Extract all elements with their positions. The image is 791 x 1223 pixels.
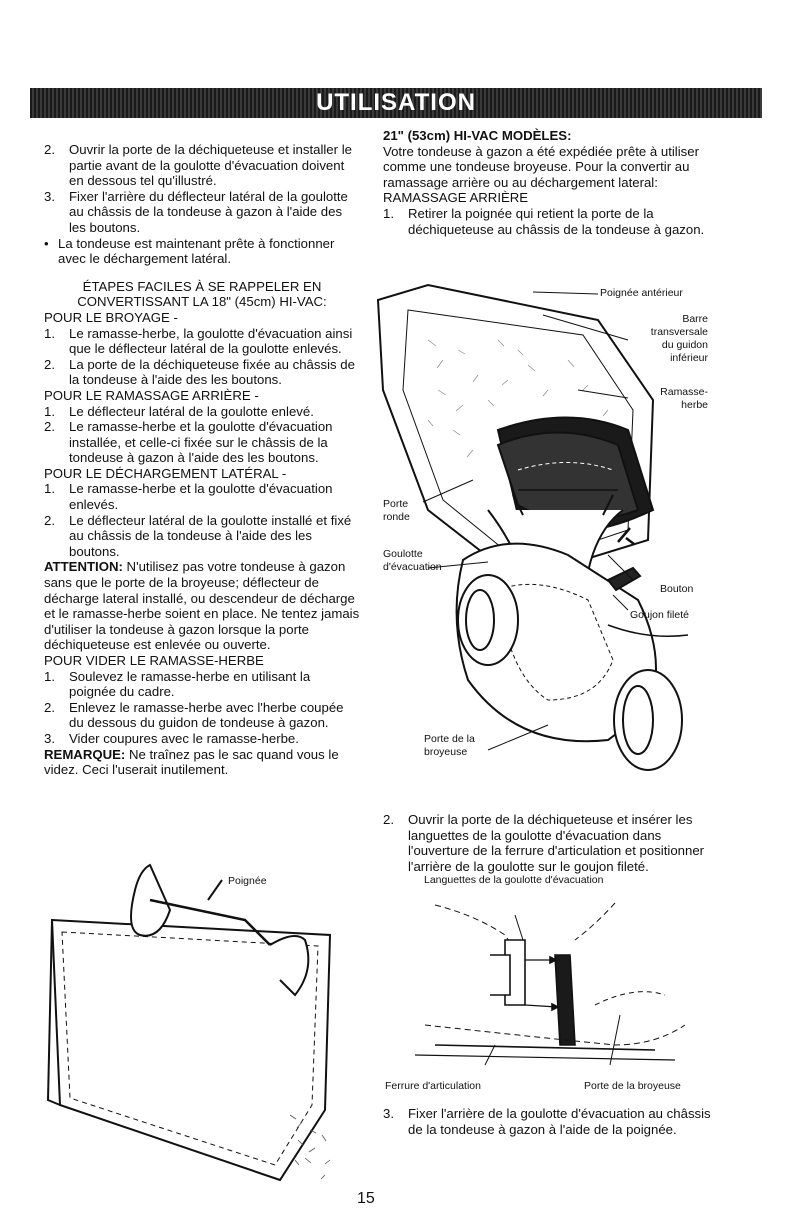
list-item: 1.Le ramasse-herbe, la goulotte d'évacua… [44, 325, 353, 357]
label-transversale: transversale [650, 326, 708, 338]
label-porte: Porte [383, 498, 409, 510]
mower-illustration [376, 283, 689, 771]
label-poignee-anterieur: Poignée antérieur [600, 287, 683, 299]
list-item: 2.Ouvrir la porte de la déchiqueteuse et… [44, 142, 352, 189]
list-item: 2.Ouvrir la porte de la déchiqueteuse et… [383, 812, 705, 874]
steps-title: CONVERTISSANT LA 18" (45cm) HI-VAC: [77, 294, 327, 310]
label-ronde: ronde [383, 511, 410, 523]
list-item: 1.Le ramasse-herbe et la goulotte d'évac… [44, 481, 333, 513]
list-item: 3.Fixer l'arrière de la goulotte d'évacu… [383, 1106, 711, 1137]
page-number: 15 [357, 1190, 375, 1207]
right-item-3: 3.Fixer l'arrière de la goulotte d'évacu… [383, 1106, 715, 1137]
label-ramasse: Ramasse- [660, 386, 708, 398]
intro-paragraph: Votre tondeuse à gazon a été expédiée pr… [383, 143, 699, 190]
list-item: 2.Enlevez le ramasse-herbe avec l'herbe … [44, 699, 344, 731]
list-item: 2.La porte de la déchiqueteuse fixée au … [44, 356, 355, 388]
label-devacuation: d'évacuation [383, 561, 442, 573]
section-title: UTILISATION [316, 89, 476, 116]
label-barre: Barre [682, 313, 708, 325]
label-inferieur: inférieur [670, 352, 708, 364]
label-goulotte: Goulotte [383, 548, 423, 560]
section-heading: POUR LE RAMASSAGE ARRIÈRE - [44, 387, 259, 403]
list-item: 1.Retirer la poignée qui retient la port… [383, 205, 705, 237]
right-item-2: 2.Ouvrir la porte de la déchiqueteuse et… [383, 812, 715, 874]
attention-note: ATTENTION: N'utilisez pas votre tondeuse… [44, 559, 360, 653]
steps-title: ÉTAPES FACILES À SE RAPPELER EN [82, 278, 322, 294]
label-bouton: Bouton [660, 583, 694, 595]
left-column: 2.Ouvrir la porte de la déchiqueteuse et… [44, 142, 360, 778]
hinge-detail-illustration [414, 902, 686, 1066]
label-ferrure: Ferrure d'articulation [385, 1080, 481, 1092]
list-item: 2.Le ramasse-herbe et la goulotte d'évac… [44, 419, 333, 466]
list-item: 1.Le déflecteur latéral de la goulotte e… [44, 403, 314, 419]
section-heading: POUR LE DÉCHARGEMENT LATÉRAL - [44, 465, 287, 481]
label-broyeuse: broyeuse [424, 746, 468, 758]
label-porte-de-la: Porte de la [424, 733, 475, 745]
list-item: •La tondeuse est maintenant prête à fonc… [44, 235, 335, 267]
section-banner: UTILISATION [30, 88, 762, 118]
models-heading: 21" (53cm) HI-VAC MODÈLES: [383, 128, 572, 143]
label-languettes: Languettes de la goulotte d'évacuation [424, 874, 604, 886]
label-porte-broyeuse: Porte de la broyeuse [584, 1080, 681, 1092]
section-heading: POUR VIDER LE RAMASSE-HERBE [44, 653, 264, 668]
fig-label: Poignée [228, 875, 267, 887]
right-column: 21" (53cm) HI-VAC MODÈLES: Votre tondeus… [383, 128, 715, 237]
list-item: 3.Vider coupures avec le ramasse-herbe. [44, 730, 299, 746]
label-goujon: Goujon fileté [630, 609, 689, 621]
grass-bag-illustration [46, 863, 332, 1182]
list-item: 3.Fixer l'arrière du déflecteur latéral … [44, 188, 348, 235]
list-item: 1.Soulevez le ramasse-herbe en utilisant… [44, 668, 311, 700]
label-du-guidon: du guidon [661, 339, 708, 351]
label-herbe: herbe [681, 399, 708, 411]
list-item: 2.Le déflecteur latéral de la goulotte i… [44, 512, 352, 559]
section-heading: POUR LE BROYAGE - [44, 309, 178, 325]
section-heading: RAMASSAGE ARRIÈRE [383, 190, 529, 206]
remarque-note: REMARQUE: Ne traînez pas le sac quand vo… [44, 746, 339, 778]
